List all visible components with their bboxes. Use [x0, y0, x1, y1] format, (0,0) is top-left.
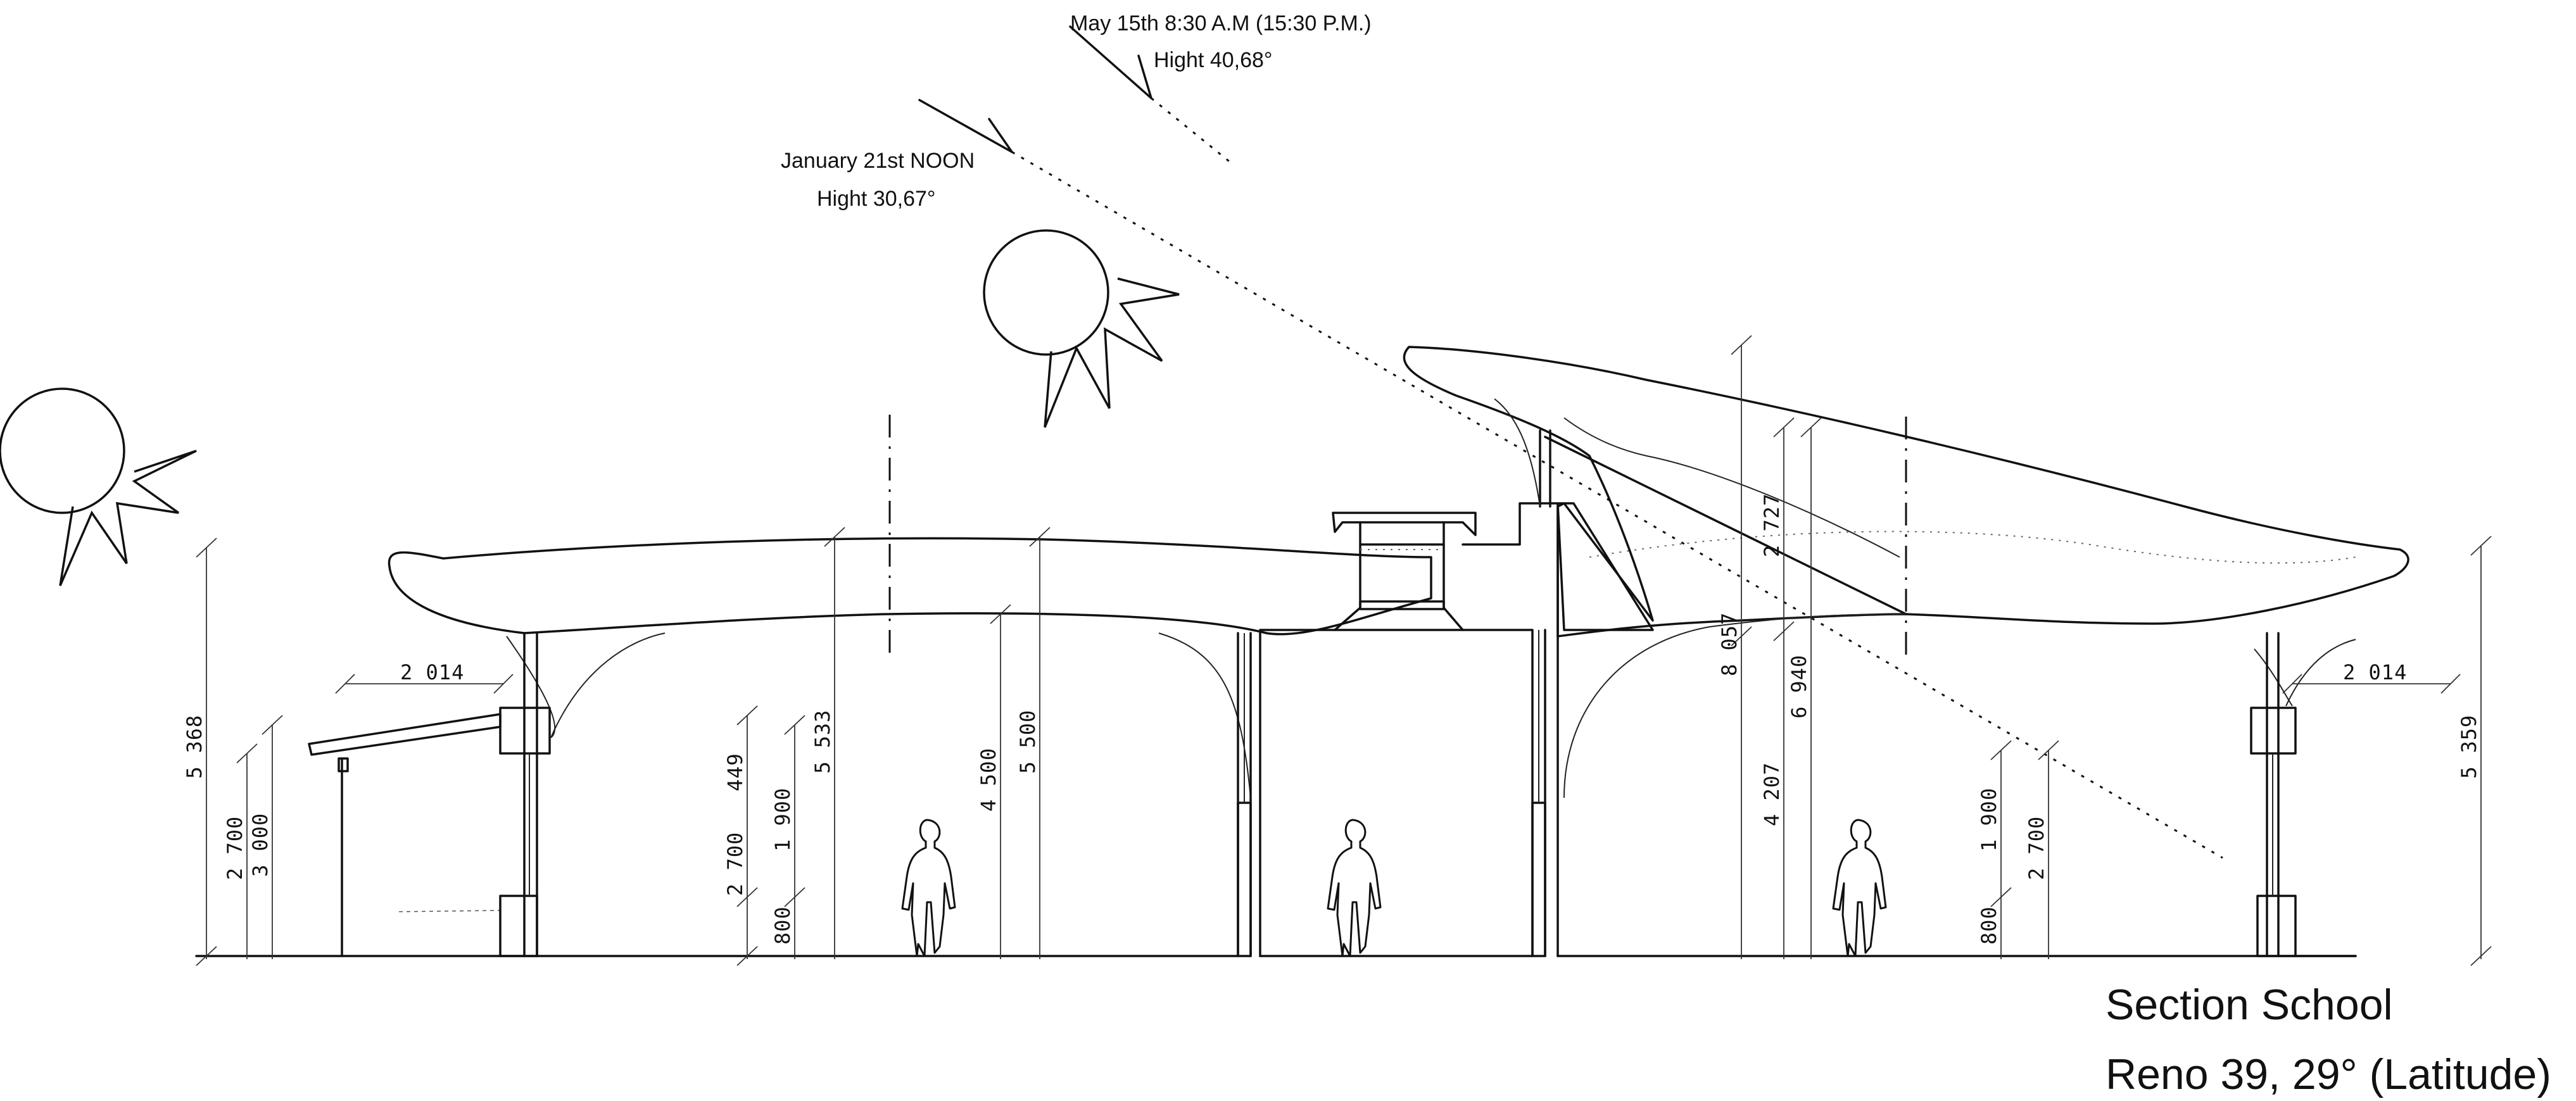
dim-right-wall-height: 2 700 — [2024, 816, 2049, 880]
dimension-lines — [206, 345, 2482, 959]
left-roof — [388, 537, 1432, 636]
dim-right-upper-height: 2 727 — [1760, 493, 1784, 557]
dim-right-base-height: 4 207 — [1760, 762, 1784, 826]
may-sun-label: May 15th 8:30 A.M (15:30 P.M.) — [1070, 11, 1372, 35]
dim-left-total-height: 5 368 — [182, 715, 206, 779]
right-column — [2250, 632, 2357, 957]
dim-left-window-height: 1 900 — [771, 788, 795, 852]
caption-subtitle: Reno 39, 29° (Latitude) — [2106, 1050, 2551, 1098]
person-icon — [1327, 819, 1382, 957]
dim-right-ceiling-height: 6 940 — [1787, 655, 1811, 719]
left-canopy — [308, 713, 502, 957]
sun-path-arc — [1589, 531, 2356, 564]
january-sun-label: January 21st NOON — [781, 149, 975, 173]
dim-left-window-sill: 800 — [771, 906, 795, 945]
sun-icon — [983, 229, 1180, 428]
january-sun-height: Hight 30,67° — [817, 187, 936, 211]
may-sun-height: Hight 40,68° — [1154, 48, 1273, 72]
dim-right-window-sill: 800 — [1977, 906, 2001, 945]
dim-left-ridge-height: 5 500 — [1016, 710, 1040, 774]
sun-ray-may — [1069, 25, 1232, 165]
sun-ray-january — [918, 99, 2223, 859]
dim-center-roof-height: 8 057 — [1717, 612, 1741, 676]
right-roof — [1403, 346, 2409, 638]
dim-left-window-top: 449 — [723, 753, 747, 791]
dim-left-canopy-height: 3 000 — [248, 813, 272, 877]
dim-right-window-height: 1 900 — [1977, 788, 2001, 852]
dim-left-roof-height: 5 533 — [811, 710, 835, 774]
dim-right-total-height: 5 359 — [2457, 715, 2481, 779]
person-icon — [1832, 819, 1887, 957]
dim-left-door-height: 2 700 — [223, 816, 247, 880]
middle-left-column — [1237, 632, 1252, 957]
sun-icon — [0, 387, 197, 586]
dim-left-overhang: 2 014 — [400, 660, 464, 684]
center-block — [1259, 502, 1559, 957]
dim-left-ceiling-height: 4 500 — [976, 748, 1001, 812]
person-icon — [901, 819, 956, 957]
dim-right-overhang: 2 014 — [2343, 660, 2407, 684]
dimension-ticks — [196, 335, 2492, 966]
left-column — [499, 632, 551, 957]
caption-title: Section School — [2106, 981, 2393, 1029]
dim-left-window-wall: 2 700 — [723, 832, 747, 896]
